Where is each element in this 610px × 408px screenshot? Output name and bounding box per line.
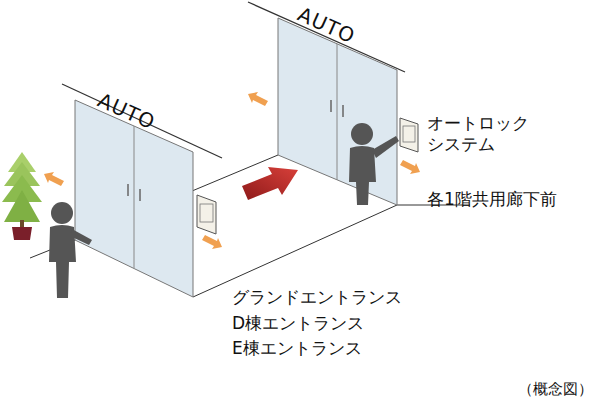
location-label: D棟エントランス: [232, 313, 364, 334]
entry-arrow: [242, 167, 298, 200]
location-label: E棟エントランス: [232, 338, 362, 359]
device-label: オートロック システム: [427, 113, 539, 156]
autolock-panel: [197, 118, 418, 234]
location-label: 各1階共用廊下前: [427, 189, 557, 210]
location-label: グランドエントランス: [232, 287, 402, 308]
potted-plant: [2, 152, 42, 240]
door-motion-arrow: [44, 92, 420, 249]
person: [49, 202, 92, 298]
note: （概念図）: [518, 380, 593, 399]
person: [349, 123, 399, 205]
front-auto-door: [62, 84, 222, 297]
